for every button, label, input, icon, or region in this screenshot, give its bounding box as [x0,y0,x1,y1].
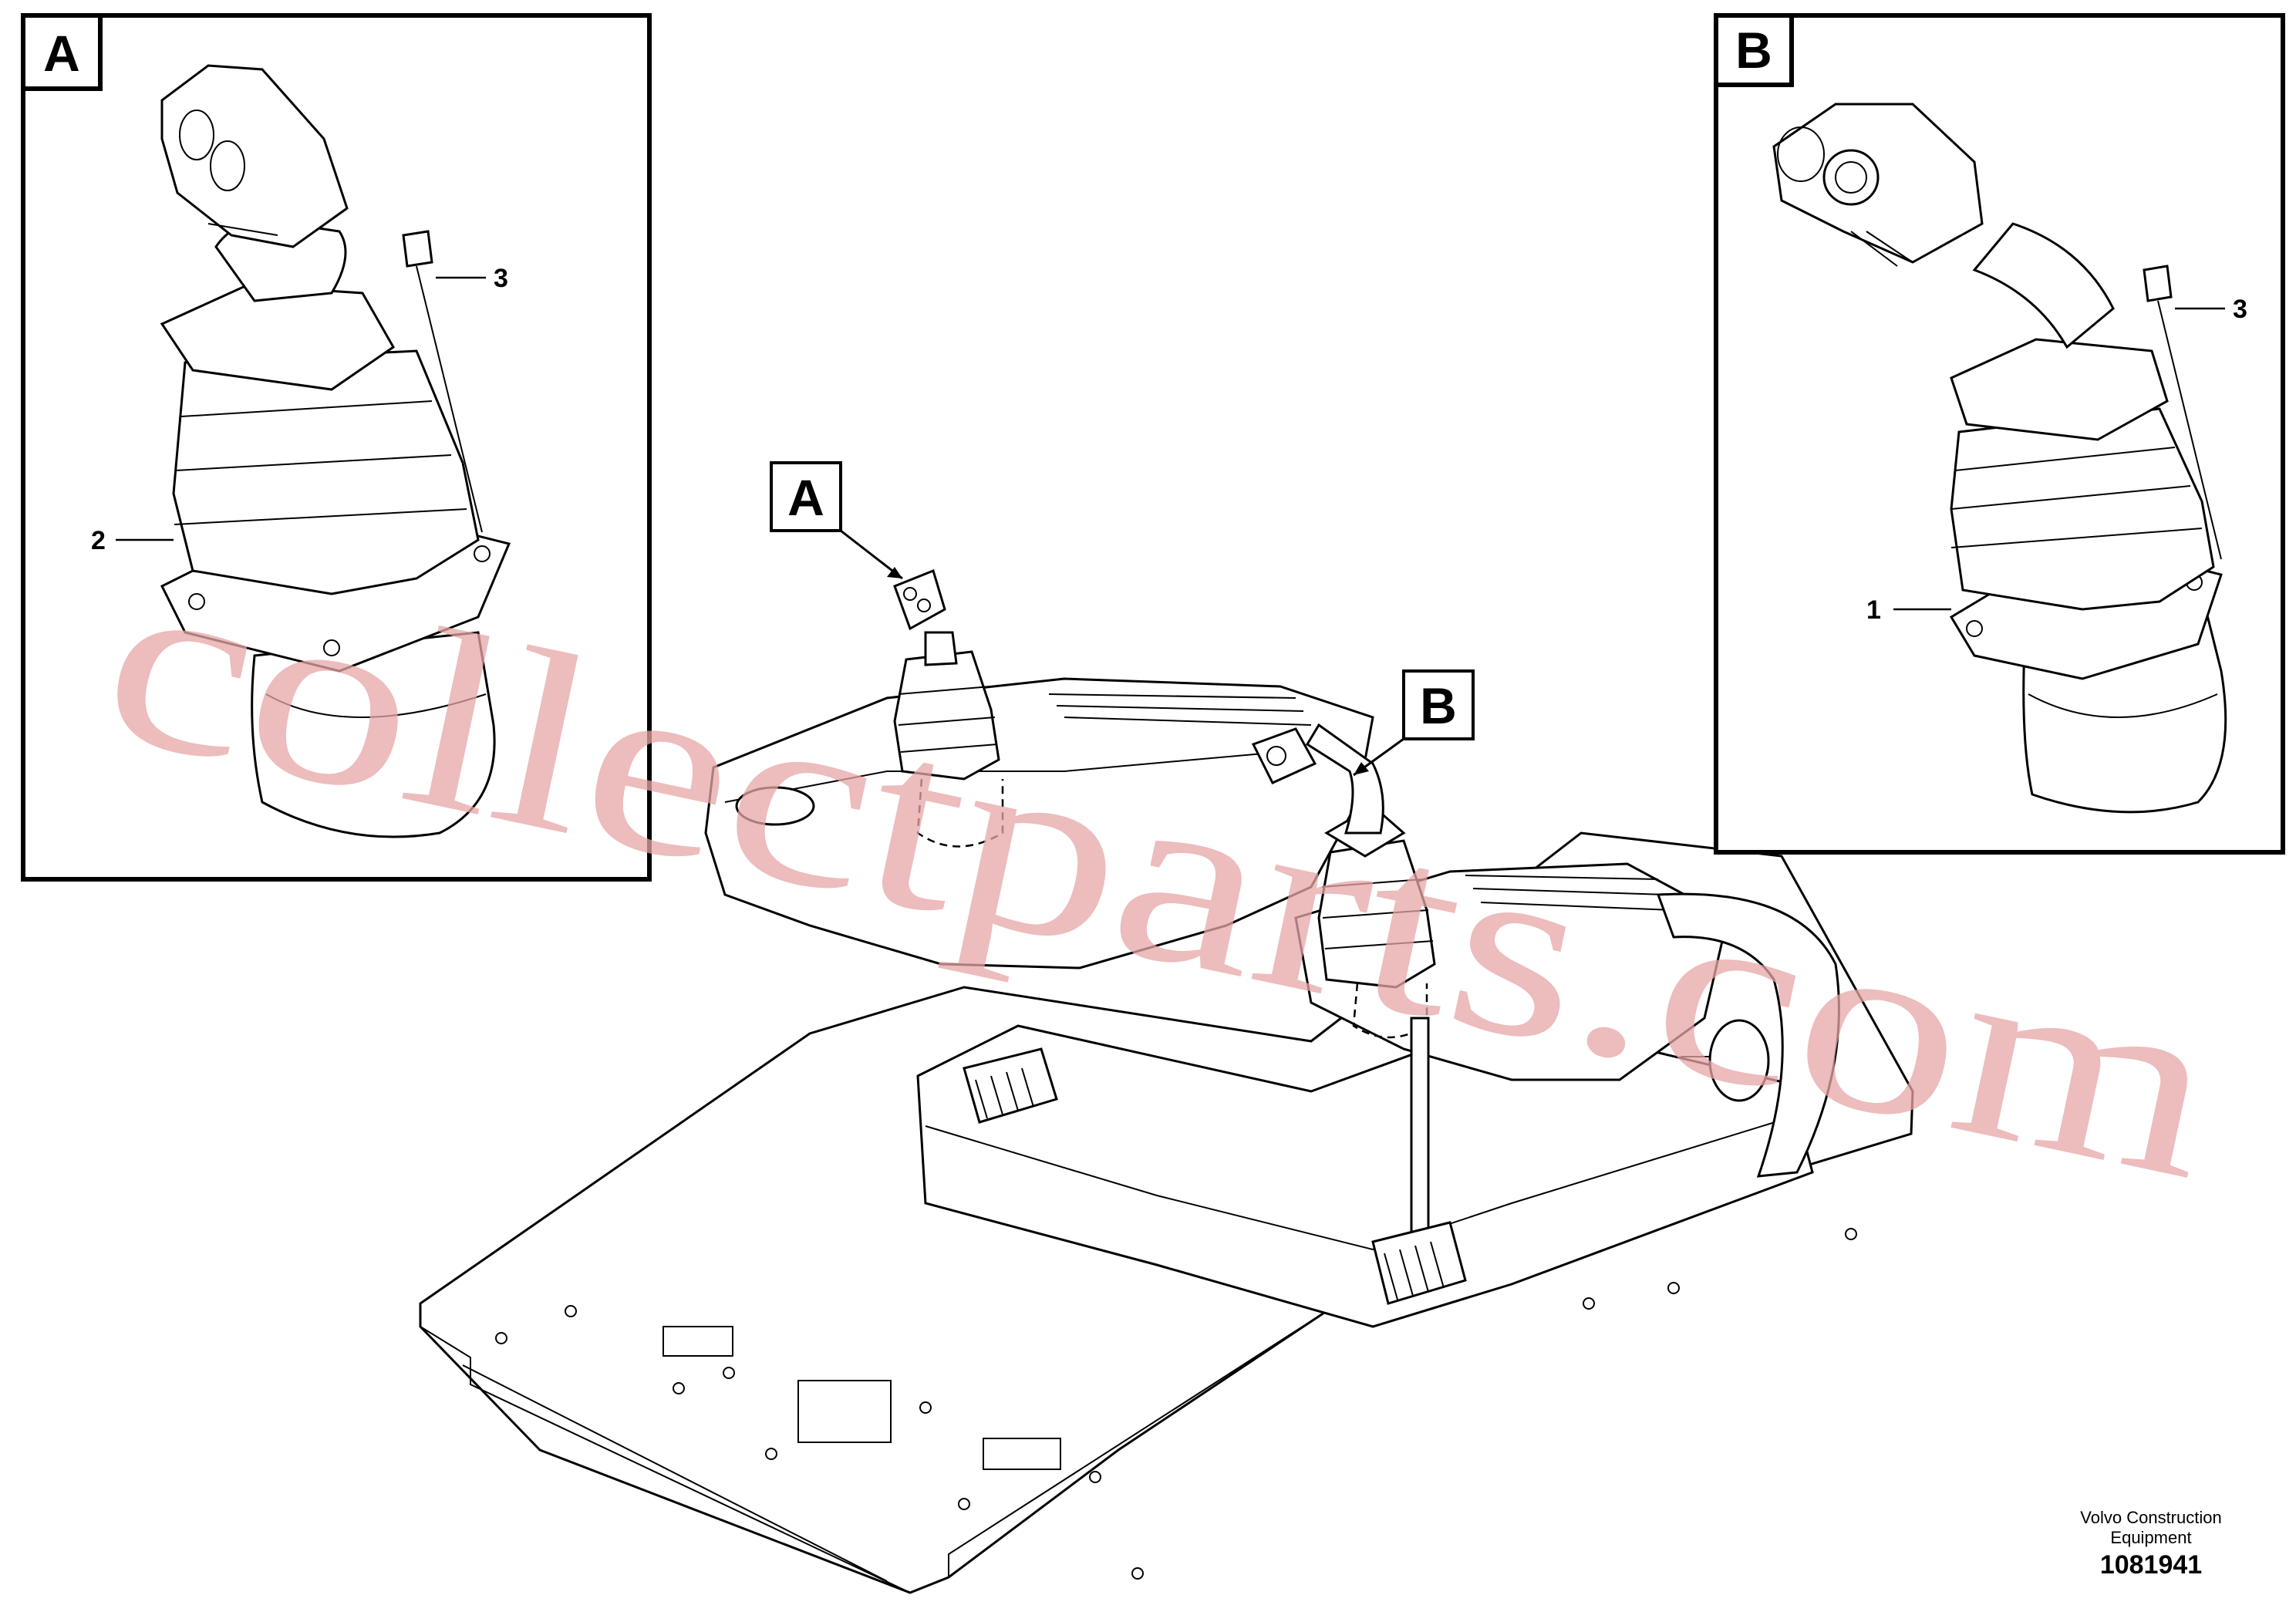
svg-text:B: B [1420,677,1457,734]
svg-text:2: 2 [91,526,106,555]
console-knob [1708,1019,1770,1102]
left-console [704,677,1374,969]
svg-text:3: 3 [2233,295,2247,324]
callout-a-2: 2 [91,526,174,555]
callout-b-3: 3 [2175,295,2247,324]
console-knob [735,786,815,826]
pointer-a: A [770,461,903,580]
bolt-b [2143,265,2222,560]
detail-b-panel: B 3 1 [1714,13,2285,855]
console-vents [1048,693,1312,726]
document-number: 1081941 [2099,1550,2203,1580]
svg-text:A: A [787,469,824,526]
armrest [1656,892,1840,1178]
plate-cutout [663,1326,733,1357]
pedal-grate [963,1047,1467,1305]
right-joystick [1251,723,1436,1251]
svg-text:3: 3 [494,264,508,293]
cab-floor-assembly [419,568,1914,1594]
callout-a-3: 3 [436,264,508,293]
detail-b-tag [1714,13,1794,87]
joystick-b-drawing [1772,103,2227,814]
credit-company: Volvo Construction [2080,1508,2222,1527]
plate-cutout [797,1380,892,1443]
bolt-a [402,230,483,533]
seat-base [916,1017,1814,1328]
svg-text:1: 1 [1866,595,1881,625]
callout-b-1: 1 [1866,595,1951,625]
left-joystick [893,568,1004,848]
pointer-b: B [1353,669,1475,777]
svg-text:A: A [43,25,80,82]
console-vents [1465,875,1674,911]
detail-a-tag [21,13,103,91]
svg-text:B: B [1735,22,1772,79]
detail-a-panel: A 3 2 [21,13,652,882]
credit-company-line2: Equipment [2110,1528,2192,1547]
plate-cutout [983,1438,1061,1470]
joystick-a-drawing [160,64,511,838]
